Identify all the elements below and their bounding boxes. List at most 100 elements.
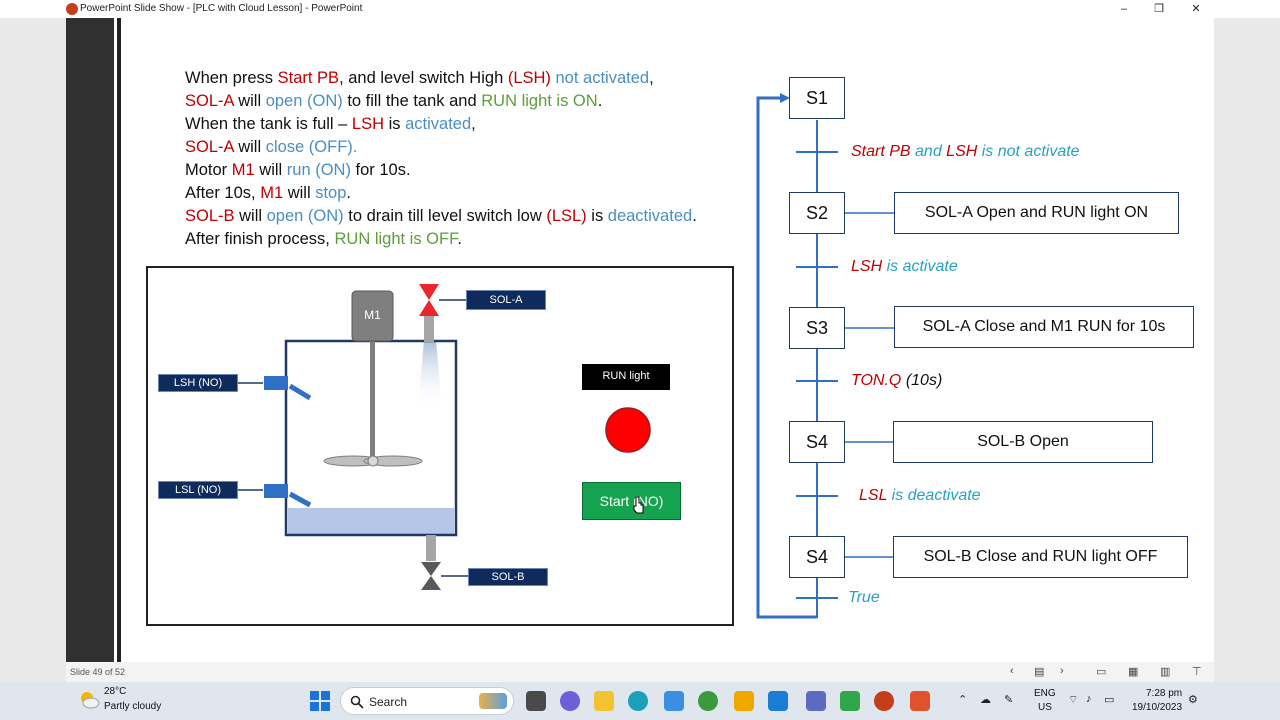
transition-segment: is activate [882, 258, 958, 275]
teams-icon[interactable] [806, 691, 826, 711]
notifications-icon[interactable]: ⚙ [1188, 694, 1198, 706]
description-segment: M1 [260, 184, 284, 202]
description-segment: . [692, 207, 697, 225]
task-view-icon[interactable] [526, 691, 546, 711]
sfc-action-s3: SOL-A Close and M1 RUN for 10s [894, 306, 1194, 348]
reading-view-icon[interactable]: ▥ [1160, 666, 1171, 678]
start-button[interactable]: Start (NO) [582, 482, 681, 520]
description-segment: , [471, 115, 476, 133]
edge-icon[interactable] [628, 691, 648, 711]
slide-sorter-icon[interactable]: ▦ [1128, 666, 1139, 678]
weather-temperature: 28°C [104, 686, 127, 697]
slide-number: Slide 49 of 52 [70, 667, 126, 677]
description-line: After 10s, M1 will stop. [185, 182, 697, 205]
sfc-step-s4: S4 [789, 421, 845, 463]
description-segment: activated [405, 115, 472, 133]
previous-slide-icon[interactable]: ‹ [1010, 665, 1014, 677]
description-segment: LSH [351, 115, 385, 133]
description-segment: open (ON) [265, 92, 343, 110]
slideshow-view-icon[interactable]: ⊤ [1192, 666, 1202, 678]
taskbar-search[interactable]: Search [340, 687, 514, 715]
lsh-tag: LSH (NO) [158, 374, 238, 392]
sfc-transition-2: LSH is activate [851, 258, 958, 276]
description-segment: Motor [185, 161, 232, 179]
wifi-icon[interactable]: ⌔ [1068, 694, 1079, 706]
window-title: PowerPoint Slide Show - [PLC with Cloud … [80, 3, 363, 14]
transition-segment: LSH [851, 258, 883, 275]
clock-time[interactable]: 7:28 pm [1146, 688, 1183, 699]
transition-segment: Start PB [851, 143, 911, 160]
restore-button[interactable]: ❐ [1154, 3, 1164, 15]
camtasia-recorder-icon[interactable] [910, 691, 930, 711]
description-segment: M1 [231, 161, 255, 179]
description-segment: RUN light is OFF [334, 230, 458, 248]
transition-segment: LSL [859, 487, 888, 504]
powerpoint-icon [66, 3, 78, 15]
description-line: When the tank is full – LSH is activated… [185, 113, 697, 136]
slide-menu-icon[interactable]: ▤ [1034, 666, 1045, 678]
sol-a-pipe [424, 314, 434, 342]
lsh-sensor [264, 376, 288, 390]
description-segment: is [586, 207, 608, 225]
motor-shaft [370, 314, 375, 462]
tank-diagram: M1 SOL-A SOL-B LSH (NO) LSL (NO) RUN lig… [146, 266, 734, 626]
next-slide-icon[interactable]: › [1060, 665, 1064, 677]
tank-liquid [288, 508, 454, 534]
description-segment: not activated [550, 69, 650, 87]
description-segment: SOL-A [185, 92, 234, 110]
sfc-transition-5: True [848, 589, 880, 607]
description-line: Motor M1 will run (ON) for 10s. [185, 159, 697, 182]
chat-icon[interactable] [560, 691, 580, 711]
description-segment: Start PB [277, 69, 340, 87]
tray-overflow-icon[interactable]: ⌃ [958, 694, 968, 706]
description-segment: . [597, 92, 603, 110]
pen-icon[interactable]: ✎ [1004, 694, 1014, 706]
transition-segment: LSH [946, 143, 978, 160]
sfc-loopback [756, 96, 817, 619]
description-segment: deactivated [607, 207, 693, 225]
search-highlight-icon [479, 693, 507, 709]
search-label: Search [369, 695, 408, 709]
title-bar: PowerPoint Slide Show - [PLC with Cloud … [0, 0, 1280, 18]
description-segment: . [346, 184, 351, 202]
power-bi-icon[interactable] [734, 691, 754, 711]
description-segment: will [234, 207, 267, 225]
minimize-button[interactable]: – [1120, 3, 1128, 15]
powerpoint-taskbar-icon[interactable] [874, 691, 894, 711]
battery-icon[interactable]: ▭ [1104, 694, 1115, 706]
description-line: When press Start PB, and level switch Hi… [185, 67, 697, 90]
run-lamp [605, 407, 651, 453]
onedrive-icon[interactable]: ☁ [980, 694, 991, 706]
windows-start-icon[interactable] [310, 691, 330, 711]
description-line: SOL-A will close (OFF). [185, 136, 697, 159]
bluetooth-app-icon[interactable] [768, 691, 788, 711]
description-segment: (LSL) [546, 207, 587, 225]
search-icon [350, 695, 364, 709]
store-icon[interactable] [664, 691, 684, 711]
description-segment: When press [185, 69, 278, 87]
sfc-step-s1: S1 [789, 77, 845, 119]
camtasia-icon[interactable] [840, 691, 860, 711]
region-indicator[interactable]: US [1038, 702, 1052, 713]
sfc-transition-4: LSL is deactivate [859, 487, 981, 505]
description-segment: RUN light is ON [481, 92, 598, 110]
sfc-transition-1: Start PB and LSH is not activate [851, 143, 1080, 161]
volume-icon[interactable]: ♪ [1086, 693, 1092, 705]
sol-b-valve-bottom [421, 576, 441, 590]
app-icon[interactable] [698, 691, 718, 711]
close-button[interactable]: ✕ [1191, 3, 1201, 15]
language-indicator[interactable]: ENG [1034, 688, 1056, 699]
sol-b-pipe [426, 535, 436, 561]
description-segment: , and level switch High [339, 69, 508, 87]
normal-view-icon[interactable]: ▭ [1096, 666, 1107, 678]
process-description: When press Start PB, and level switch Hi… [185, 67, 697, 251]
transition-segment: is not activate [977, 143, 1080, 160]
clock-date[interactable]: 19/10/2023 [1132, 702, 1183, 713]
description-segment: will [233, 92, 266, 110]
partly-cloudy-icon [81, 692, 100, 709]
description-segment: to fill the tank and [342, 92, 482, 110]
transition-segment: is deactivate [887, 487, 981, 504]
file-explorer-icon[interactable] [594, 691, 614, 711]
sfc-action-s4: SOL-B Open [893, 421, 1153, 463]
description-segment: After finish process, [185, 230, 335, 248]
